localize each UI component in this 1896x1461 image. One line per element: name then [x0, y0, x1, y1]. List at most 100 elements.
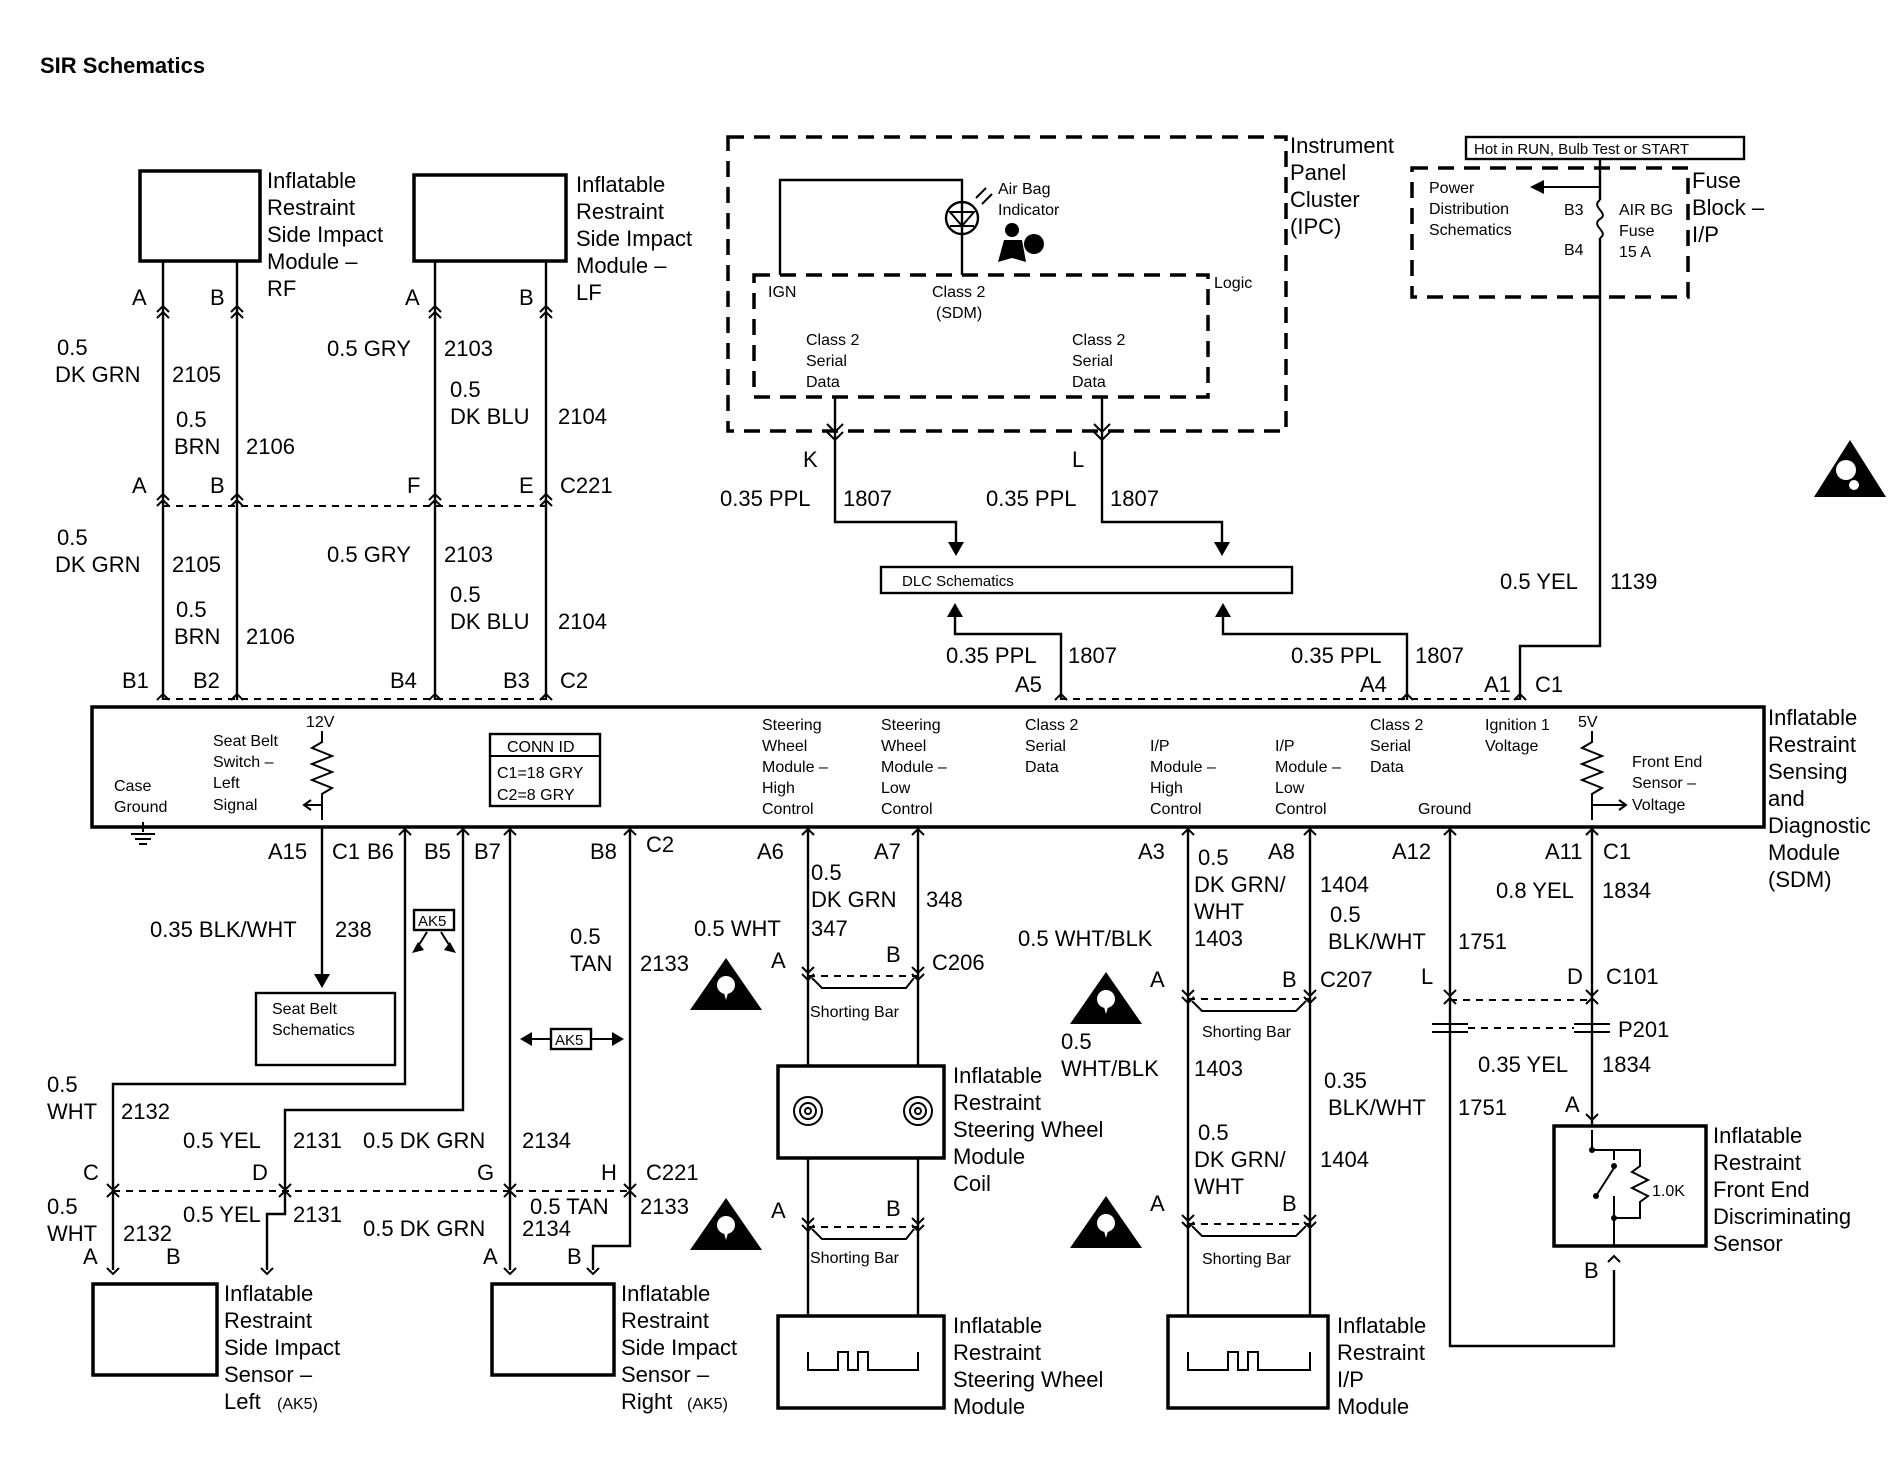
pin-label: B6 — [367, 839, 394, 864]
svg-text:348: 348 — [926, 887, 963, 912]
sw-coil-box — [776, 1064, 946, 1160]
wire-1807-a5 — [953, 612, 1063, 700]
sensor-right-label: Inflatable Restraint Side Impact Sensor … — [621, 1281, 737, 1414]
svg-text:0.5 DK GRN: 0.5 DK GRN — [363, 1128, 485, 1153]
chevron-icon — [1585, 996, 1599, 1005]
warning-triangle-icon — [690, 1198, 762, 1250]
warning-triangle-icon — [1070, 972, 1142, 1024]
pin-label: A — [132, 285, 147, 310]
svg-text:Signal: Signal — [213, 797, 257, 814]
svg-text:0.35 PPL: 0.35 PPL — [1291, 643, 1382, 668]
svg-text:347: 347 — [811, 916, 848, 941]
svg-text:Inflatable: Inflatable — [953, 1063, 1042, 1088]
svg-text:Class 2: Class 2 — [932, 284, 985, 301]
svg-text:0.5 TAN: 0.5 TAN — [530, 1194, 609, 1219]
svg-text:Steering: Steering — [881, 717, 941, 734]
class2-serial-data-label-left: Class 2 Serial Data — [1025, 717, 1078, 776]
fuse-block-label: Fuse Block – I/P — [1692, 168, 1765, 247]
svg-text:0.35: 0.35 — [1324, 1068, 1367, 1093]
svg-text:Data: Data — [1072, 374, 1106, 391]
ipc-box — [726, 135, 1288, 433]
sensor-right-box — [490, 1282, 616, 1377]
wire-label-1807-a5: 0.35 PPL 1807 — [946, 643, 1117, 668]
wire-label-1807-l: 0.35 PPL 1807 — [986, 486, 1159, 511]
connector-c1-lower-left: C1 — [332, 839, 360, 864]
sw-module-box — [776, 1314, 946, 1410]
svg-text:Restraint: Restraint — [621, 1308, 709, 1333]
svg-text:Data: Data — [1370, 759, 1404, 776]
class2-serial-data-label-right: Class 2 Serial Data — [1370, 717, 1423, 776]
voltage-arrow-icon — [1592, 799, 1628, 811]
pin-label: A4 — [1360, 672, 1387, 697]
air-bag-indicator-lamp-icon — [944, 187, 993, 236]
svg-text:Block –: Block – — [1692, 195, 1765, 220]
svg-text:2133: 2133 — [640, 1194, 689, 1219]
svg-text:C2=8 GRY: C2=8 GRY — [497, 787, 575, 804]
svg-text:0.5: 0.5 — [570, 924, 601, 949]
shorting-bar-label: Shorting Bar — [810, 1250, 900, 1267]
svg-text:0.5: 0.5 — [1198, 845, 1229, 870]
chevron-icon — [1607, 1254, 1621, 1263]
wire-label-1404-lower: 0.5 DK GRN/ WHT 1404 — [1194, 1120, 1369, 1199]
resistor-value-label: 1.0K — [1652, 1183, 1685, 1200]
svg-text:LF: LF — [576, 280, 602, 305]
svg-text:Air Bag: Air Bag — [998, 181, 1050, 198]
pin-label: A — [771, 1198, 786, 1223]
chevron-icon — [428, 304, 442, 319]
svg-text:Module –: Module – — [881, 759, 947, 776]
chevron-icon — [539, 692, 553, 701]
wire-label-2134-lower: 0.5 DK GRN 2134 — [363, 1216, 571, 1241]
svg-text:Sensor –: Sensor – — [621, 1362, 710, 1387]
chevron-icon — [1585, 1113, 1599, 1122]
svg-text:1751: 1751 — [1458, 1095, 1507, 1120]
pin-label: A3 — [1138, 839, 1165, 864]
svg-text:Left: Left — [224, 1389, 261, 1414]
svg-text:Power: Power — [1429, 180, 1475, 197]
svg-text:15 A: 15 A — [1619, 244, 1651, 261]
connector-c2-lower: C2 — [646, 832, 674, 857]
front-sensor-label: Inflatable Restraint Front End Discrimin… — [1713, 1123, 1851, 1256]
chevron-icon — [1585, 989, 1599, 998]
pin-label: B7 — [474, 839, 501, 864]
connector-c2-upper: C2 — [560, 668, 588, 693]
pin-label: A — [771, 948, 786, 973]
svg-text:Low: Low — [881, 780, 911, 797]
svg-text:C1=18 GRY: C1=18 GRY — [497, 765, 584, 782]
svg-text:Inflatable: Inflatable — [224, 1281, 313, 1306]
svg-text:Diagnostic: Diagnostic — [1768, 813, 1871, 838]
svg-text:Restraint: Restraint — [224, 1308, 312, 1333]
pin-label: G — [477, 1160, 494, 1185]
svg-text:I/P: I/P — [1337, 1367, 1364, 1392]
b3-label: B3 — [1564, 202, 1584, 219]
ip-high-control-label: I/P Module – High Control — [1150, 738, 1216, 818]
front-sensor-box — [1552, 1124, 1708, 1248]
chevron-icon — [156, 492, 170, 507]
twelve-volt-label: 12V — [306, 714, 335, 731]
wire-label-2103-upper: 0.5 GRY 2103 — [327, 336, 493, 361]
svg-text:DK BLU: DK BLU — [450, 609, 529, 634]
hot-in-run-box — [1464, 135, 1746, 161]
svg-text:Sensor: Sensor — [1713, 1231, 1783, 1256]
chevron-icon — [230, 492, 244, 507]
svg-text:0.5: 0.5 — [1198, 1120, 1229, 1145]
svg-text:Wheel: Wheel — [762, 738, 807, 755]
svg-text:1834: 1834 — [1602, 878, 1651, 903]
wire-label-2105-lower: 0.5 DK GRN 2105 — [55, 525, 221, 577]
airbag-warning-triangle-icon — [1814, 440, 1886, 497]
fuse-wire — [1518, 159, 1602, 700]
svg-text:1807: 1807 — [1110, 486, 1159, 511]
ign-wire — [778, 178, 964, 275]
seat-belt-schematics-box — [254, 991, 397, 1067]
svg-text:0.5 DK GRN: 0.5 DK GRN — [363, 1216, 485, 1241]
dlc-arrow-down-left — [948, 542, 964, 556]
sensor-left-box — [91, 1282, 219, 1377]
svg-text:Seat Belt: Seat Belt — [213, 733, 278, 750]
svg-text:(AK5): (AK5) — [277, 1396, 318, 1413]
svg-text:1403: 1403 — [1194, 926, 1243, 951]
chevron-icon — [586, 1267, 600, 1276]
connector-c206: C206 — [932, 950, 985, 975]
chevron-icon — [503, 1189, 517, 1198]
svg-text:0.5 WHT/BLK: 0.5 WHT/BLK — [1018, 926, 1153, 951]
svg-text:0.5 YEL: 0.5 YEL — [183, 1202, 261, 1227]
